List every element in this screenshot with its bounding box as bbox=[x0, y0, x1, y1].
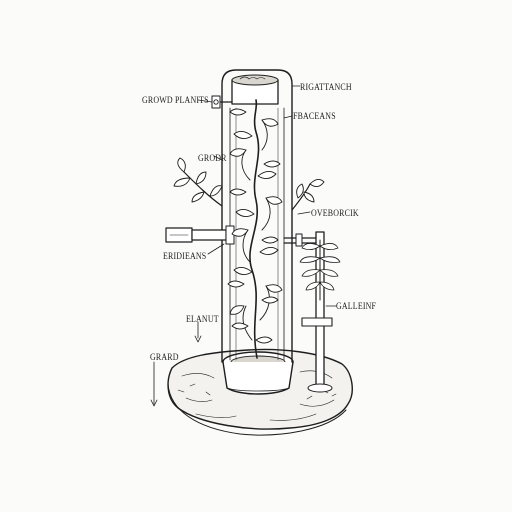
left-side-pipe bbox=[165, 225, 235, 245]
left-branch bbox=[173, 157, 223, 207]
label-elanut: ELANUT bbox=[186, 314, 219, 324]
right-post bbox=[301, 231, 333, 393]
fern-plant bbox=[299, 239, 341, 301]
leader-lines bbox=[153, 85, 337, 405]
right-branch bbox=[291, 179, 325, 211]
label-galeinf: GALLEINF bbox=[336, 301, 377, 311]
vine-leaves bbox=[227, 108, 283, 344]
top-basin bbox=[231, 74, 279, 105]
label-top-right: RIGATTANCH bbox=[300, 82, 352, 92]
label-ground-plants: GROWD PLANITS bbox=[142, 95, 209, 105]
right-side-pipe bbox=[283, 233, 319, 247]
scale-marker bbox=[150, 335, 202, 407]
label-fbacans: FBACEANS bbox=[293, 111, 336, 121]
planter-pot bbox=[222, 351, 294, 395]
label-grard: GRARD bbox=[150, 352, 179, 362]
label-oveborcik: OVEBORCIK bbox=[311, 208, 359, 218]
label-grodr: GRODR bbox=[198, 153, 227, 163]
label-eridieans: ERIDIEANS bbox=[163, 251, 207, 261]
